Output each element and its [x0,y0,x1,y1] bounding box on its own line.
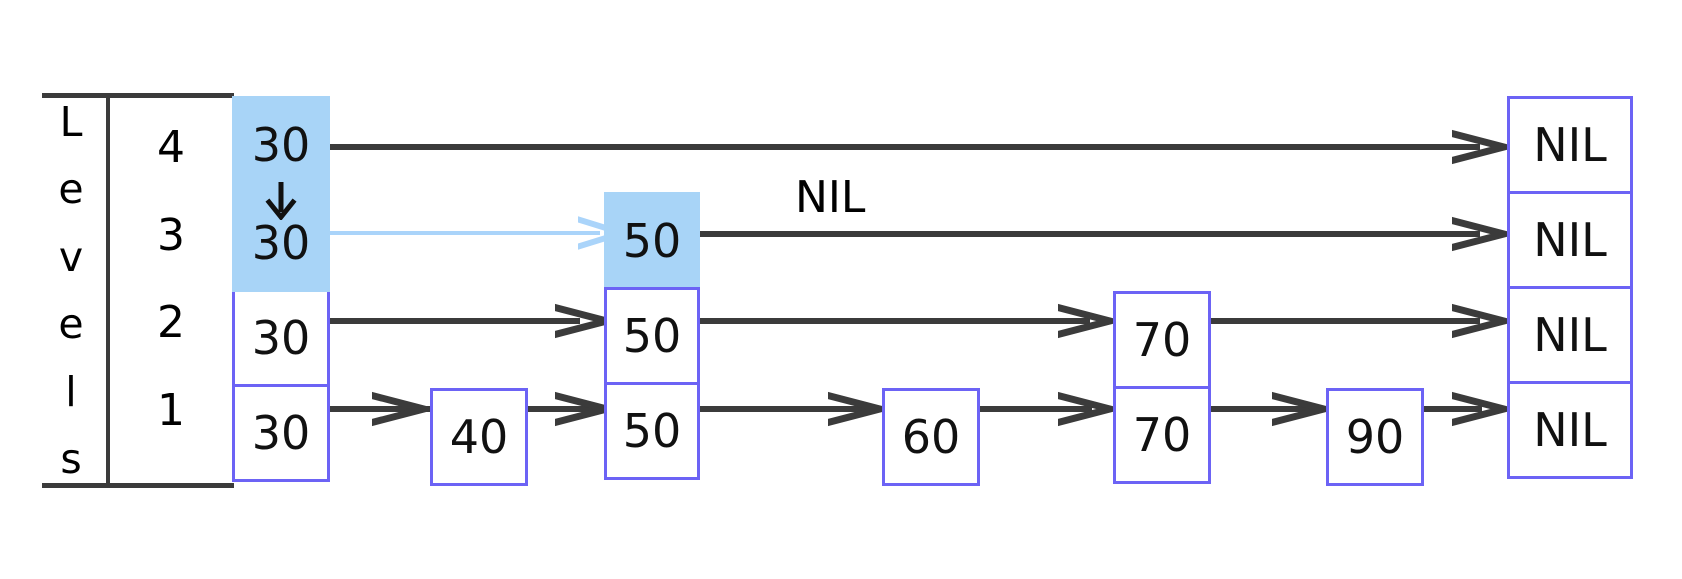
arrowhead-l1-40-icon [372,386,432,432]
node-70-level-1[interactable]: 70 [1113,386,1211,484]
node-50-level-2[interactable]: 50 [604,287,700,385]
levels-letter-s: s [60,434,82,483]
node-50-level-3-highlighted[interactable]: 50 [604,192,700,290]
node-column-90[interactable]: 90 [1326,388,1424,486]
nil-level-1[interactable]: NIL [1507,381,1633,479]
arrowhead-l1-90-icon [1272,386,1332,432]
node-column-70[interactable]: 70 70 [1113,291,1211,484]
standalone-nil-label: NIL [795,172,866,223]
link-l2-50-to-70 [700,318,1090,324]
node-30-level-2[interactable]: 30 [232,289,330,387]
link-l1-50-to-60 [700,406,885,412]
nil-column[interactable]: NIL NIL NIL NIL [1507,96,1633,479]
node-30-level-4-value: 30 [251,118,311,172]
node-50-level-1[interactable]: 50 [604,382,700,480]
arrowhead-l3-nil-icon [1452,211,1512,257]
node-column-60[interactable]: 60 [882,388,980,486]
levels-axis-label: L e v e l s [40,96,102,484]
nil-level-4[interactable]: NIL [1507,96,1633,194]
arrowhead-l1-nil-icon [1452,386,1512,432]
levels-letter-e1: e [58,165,84,214]
link-l1-70-to-90 [1210,406,1325,412]
arrowhead-l1-70-icon [1058,386,1118,432]
link-l3-50-to-nil [700,231,1480,237]
axis-top-rule [42,93,234,98]
head-column-30[interactable]: 30 30 30 30 [232,96,330,482]
link-l1-60-to-70 [977,406,1092,412]
link-l4-30-to-nil [330,144,1480,150]
nil-level-2[interactable]: NIL [1507,286,1633,384]
levels-letter-l: l [65,367,77,416]
level-number-4: 4 [157,121,185,173]
level-number-2: 2 [157,296,185,348]
node-90-level-1[interactable]: 90 [1326,388,1424,486]
link-l3-30-to-50-highlighted [330,231,600,235]
node-40-level-1[interactable]: 40 [430,388,528,486]
axis-bottom-rule [42,483,234,488]
arrowhead-l1-60-icon [828,386,888,432]
link-l1-40-to-50 [527,406,612,412]
arrowhead-l4-nil-icon [1452,124,1512,170]
arrowhead-l2-70-icon [1058,298,1118,344]
arrowhead-l2-nil-icon [1452,298,1512,344]
link-l2-70-to-nil [1210,318,1480,324]
link-l2-30-to-50 [330,318,580,324]
axis-vertical-rule [106,93,110,488]
node-30-level-3-value: 30 [251,216,311,270]
nil-level-3[interactable]: NIL [1507,191,1633,289]
levels-letter-L: L [59,98,83,146]
link-l1-90-to-nil [1422,406,1482,412]
node-column-50[interactable]: 50 50 50 [604,192,700,480]
node-column-40[interactable]: 40 [430,388,528,486]
link-l1-30-to-40 [330,406,440,412]
level-number-1: 1 [157,384,185,436]
node-70-level-2[interactable]: 70 [1113,291,1211,389]
levels-letter-e2: e [58,300,84,349]
node-30-level-1[interactable]: 30 [232,384,330,482]
node-30-level-4-3-highlighted[interactable]: 30 30 [232,96,330,292]
levels-letter-v: v [58,232,84,281]
node-60-level-1[interactable]: 60 [882,388,980,486]
down-arrow-icon [232,180,330,220]
level-number-3: 3 [157,209,185,261]
